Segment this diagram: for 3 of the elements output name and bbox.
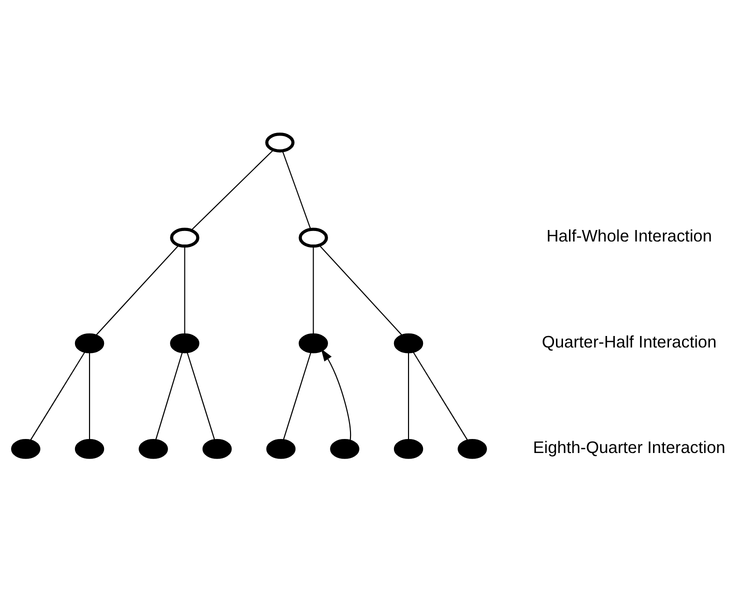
label: Eighth-Quarter Interaction: [533, 438, 726, 457]
label: Quarter-Half Interaction: [542, 332, 717, 352]
label: Half-Whole Interaction: [546, 226, 712, 246]
